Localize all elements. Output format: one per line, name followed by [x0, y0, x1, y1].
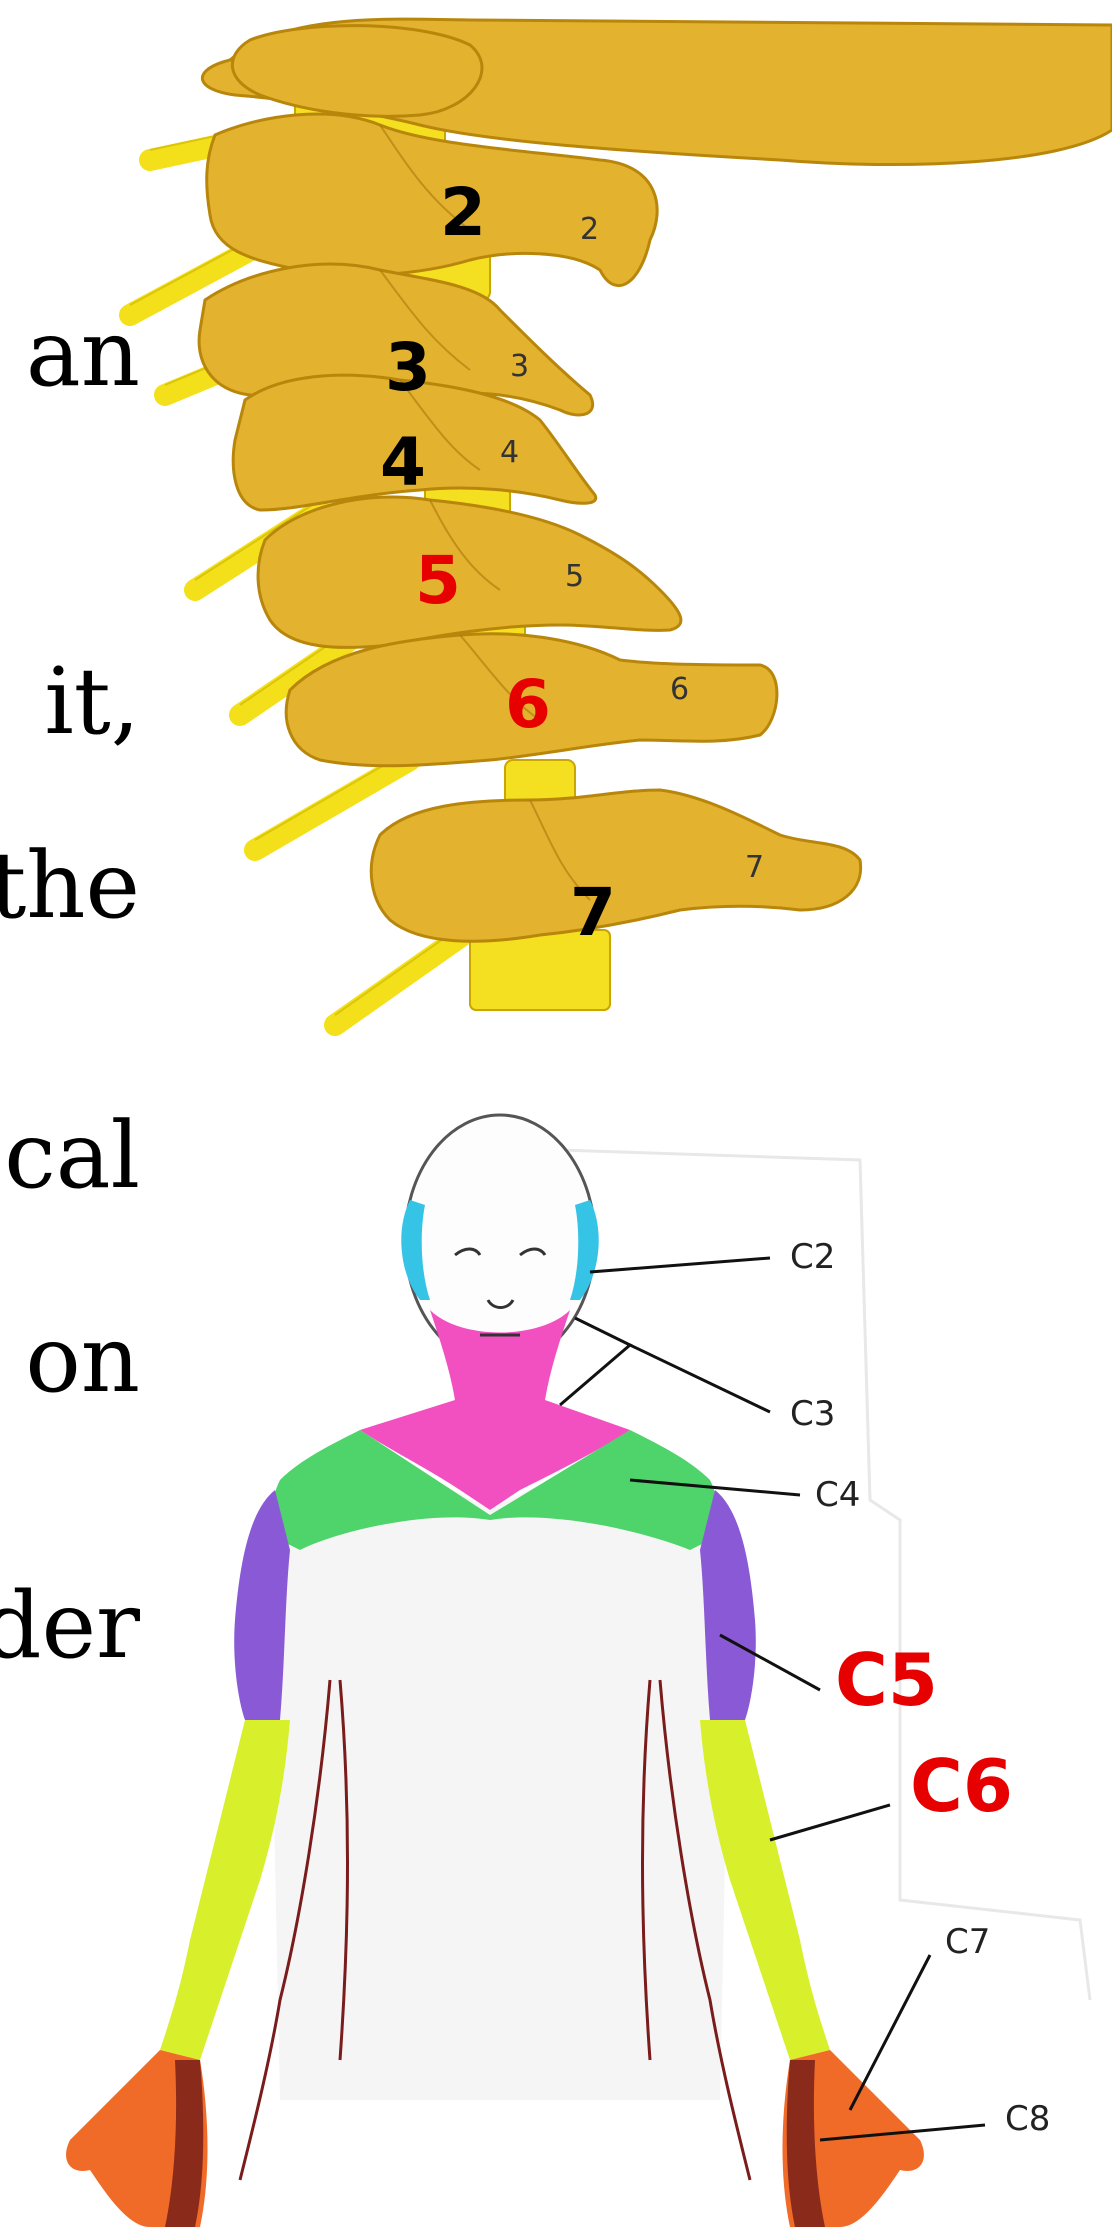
head: [405, 1115, 595, 1365]
torso: [270, 1466, 730, 2100]
dermatome-label-c4: C4: [815, 1478, 860, 1512]
dermatome-label-c8: C8: [1005, 2102, 1050, 2136]
dermatome-label-c5: C5: [835, 1644, 938, 1716]
dermatome-label-c6: C6: [910, 1750, 1013, 1822]
dermatome-c6-left: [160, 1720, 290, 2060]
dermatome-label-c7: C7: [945, 1925, 990, 1959]
dermatome-label-c3: C3: [790, 1397, 835, 1431]
dermatome-c5-left: [234, 1490, 290, 1720]
dermatome-label-c2: C2: [790, 1240, 835, 1274]
dermatome-c5-right: [700, 1490, 756, 1720]
